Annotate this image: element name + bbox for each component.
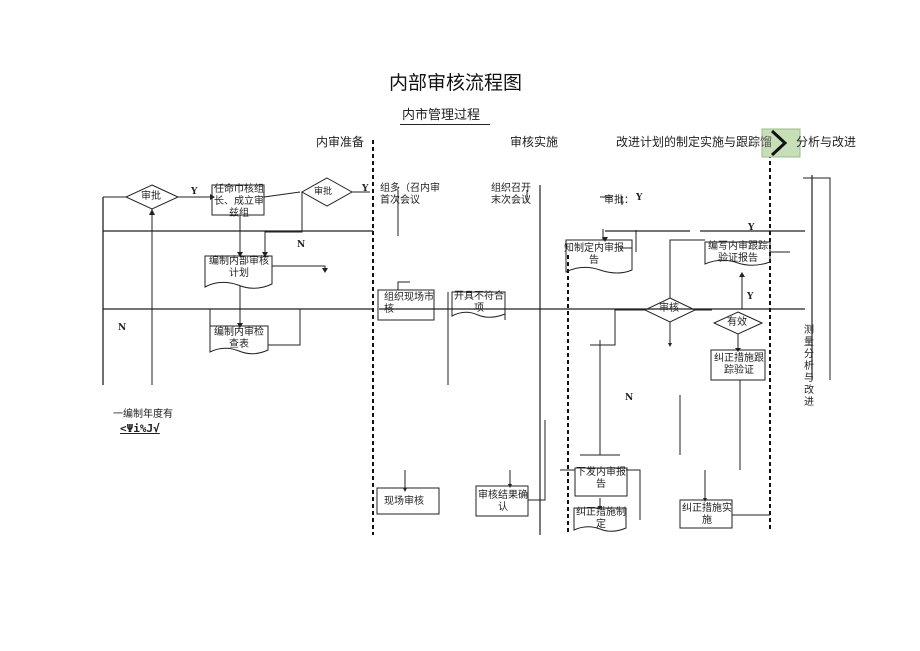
phase-plan: 改进计划的制定实施与跟踪 — [616, 135, 761, 149]
flag-y3: Y — [636, 193, 643, 203]
onsite-org-label: 组织现场市核 — [384, 292, 434, 315]
make-label: 纠正措施制定 — [576, 507, 626, 530]
approve-2-label: 审批 — [314, 187, 333, 197]
report-doc-shape — [565, 239, 633, 274]
verify-doc-shape — [704, 241, 771, 266]
flag-y1: Y — [191, 187, 198, 197]
approve-2-diamond — [300, 177, 354, 207]
checklist-doc-shape — [209, 325, 269, 355]
make-doc-shape — [573, 507, 627, 532]
garbled-label: <Ψi%J√ — [120, 422, 160, 435]
issue-report-box — [574, 467, 628, 497]
result-confirm-box — [475, 485, 529, 517]
verify-label: 编写内审跟踪验证报告 — [708, 241, 768, 264]
flag-n3: N — [625, 393, 634, 403]
issue-report-label: 下发内审报告 — [576, 467, 626, 490]
subtitle: 内市管理过程 — [402, 108, 481, 123]
plan-doc-shape — [204, 255, 273, 289]
connectors — [103, 190, 790, 520]
appoint-label: 任命巾核组长、成立审兹组 — [214, 184, 264, 219]
nonconform-doc-shape — [451, 291, 506, 318]
analysis-header-bg — [761, 128, 801, 158]
chevron-shape — [770, 129, 788, 157]
onsite-audit-box — [376, 487, 440, 515]
approve-1-label: 审批 — [141, 191, 161, 202]
hold-meeting-label: 组织召开末次会议 — [491, 183, 531, 206]
group-meeting-label: 组多（召内审首次会议 — [380, 183, 440, 206]
annual-label: 一编制年度有 — [113, 409, 173, 420]
page-title: 内部审核流程图 — [389, 72, 523, 94]
impl-label: 纠正措施实施 — [682, 503, 732, 526]
nonconform-label: 开具不符合项 — [454, 291, 504, 314]
subtitle-underline — [400, 124, 490, 125]
effective-label: 有效 — [727, 317, 747, 328]
result-confirm-label: 审核结果确认 — [478, 490, 528, 513]
review-label: 审核 — [659, 303, 679, 314]
phase-implement: 审核实施 — [510, 135, 559, 149]
phase-prepare: 内审准备 — [316, 135, 365, 149]
checklist-label: 编制内审检查表 — [214, 327, 264, 350]
approve-3-label: 审批： — [604, 195, 634, 206]
phase-analysis: 分析与改进 — [796, 135, 857, 149]
flag-y2: Y — [362, 184, 369, 194]
phase-cut: 馏 — [760, 135, 773, 149]
flag-n2: N — [118, 323, 127, 333]
flag-y5: Y — [747, 292, 754, 302]
phase-dividers — [372, 140, 771, 535]
appoint-box — [211, 184, 265, 216]
onsite-audit-label: 现场审核 — [384, 496, 424, 507]
flag-y4: Y — [748, 223, 755, 233]
arrow-heads — [149, 194, 745, 510]
measure-label: 测量分析与改进 — [804, 325, 814, 408]
corrective-verify-label: 纠正措施跟踪验证 — [714, 353, 764, 376]
analysis-bracket — [803, 177, 831, 380]
report-label: 知制定内审报告 — [564, 243, 624, 266]
flag-n1: N — [297, 240, 306, 250]
plan-label: 编制内部审核计划 — [209, 256, 269, 279]
swimlane-lines — [102, 197, 805, 385]
